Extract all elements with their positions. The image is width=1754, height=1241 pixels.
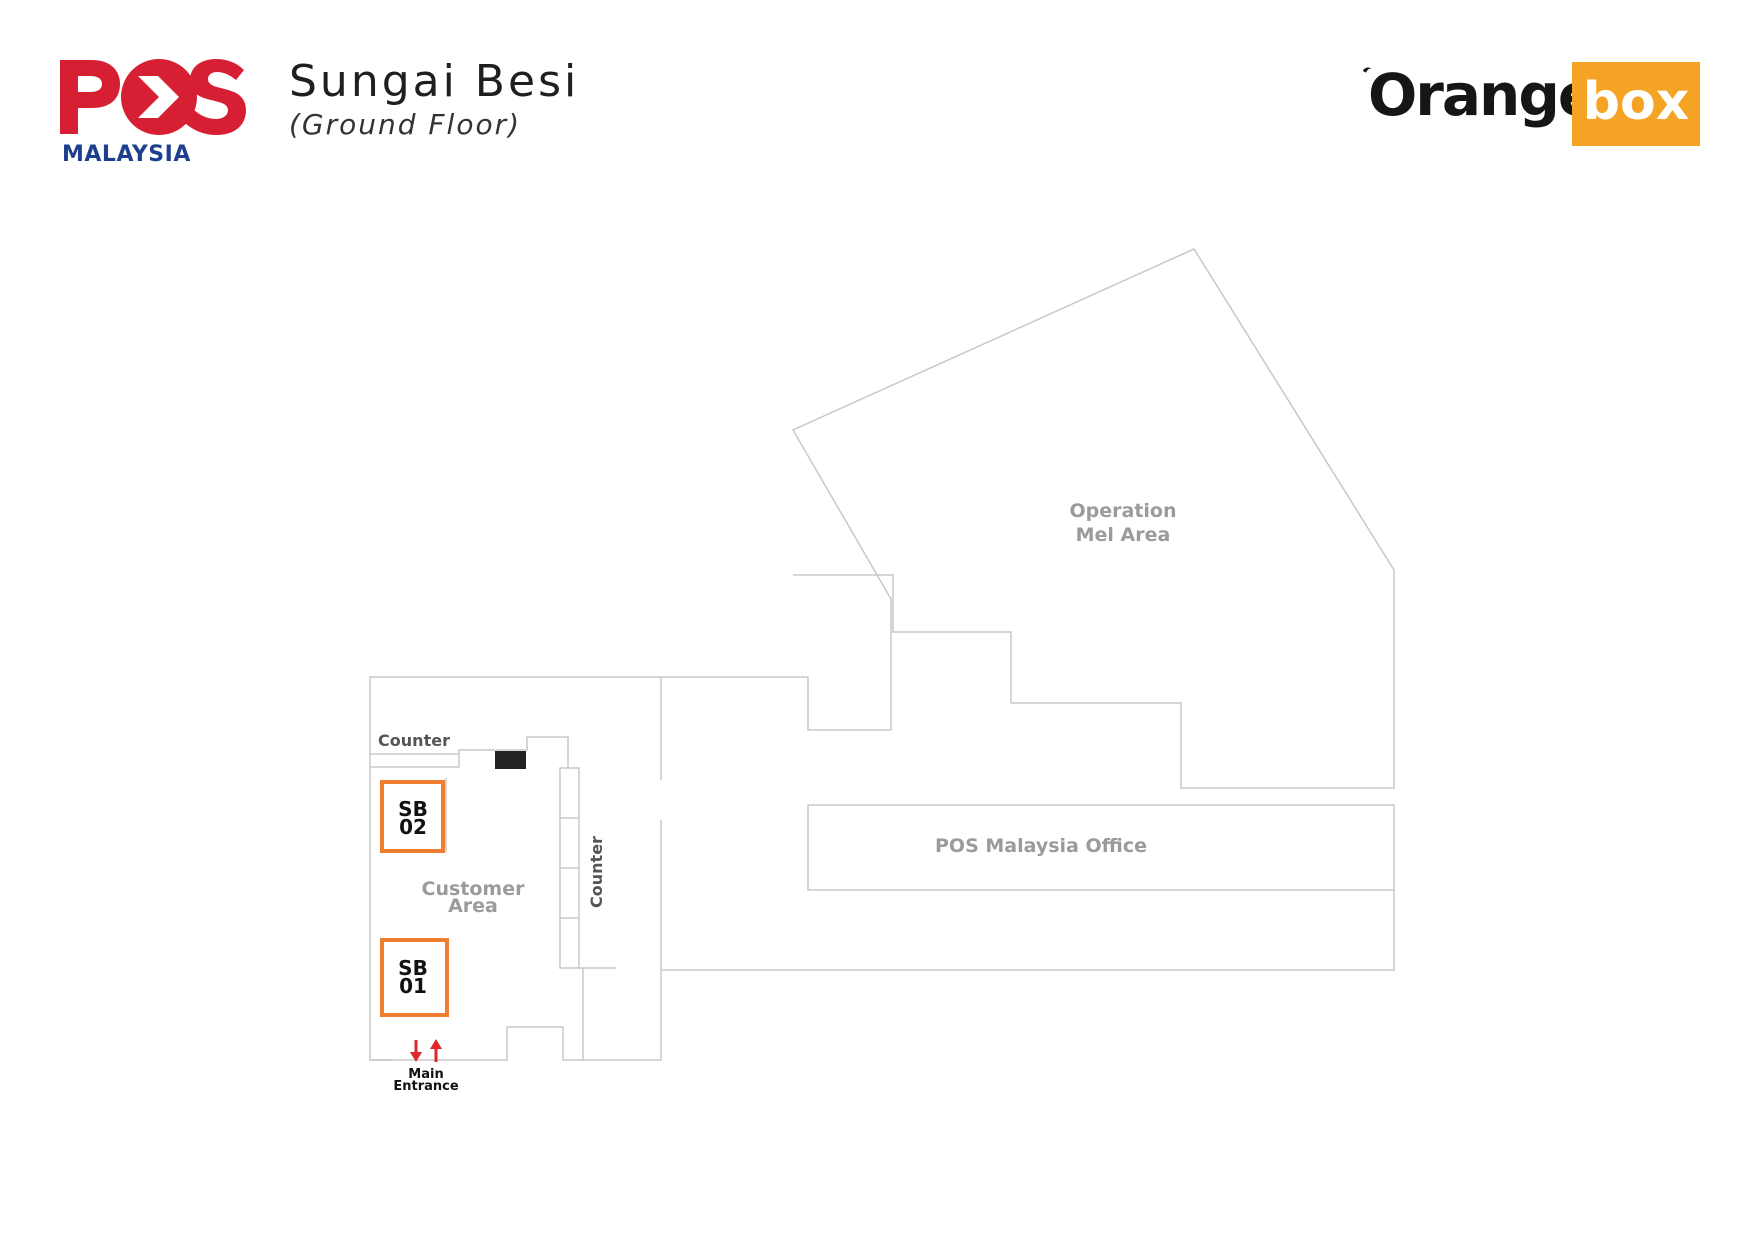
page-subtitle: (Ground Floor) — [289, 108, 522, 141]
unit-sb01-line1: SB — [398, 956, 428, 980]
orangebox-logo-box: box — [1572, 62, 1700, 146]
orangebox-logo: Orange box — [1362, 61, 1700, 146]
top-counter-outline — [370, 753, 460, 768]
fixture-block — [495, 751, 526, 769]
orangebox-logo-word: Orange — [1368, 61, 1597, 129]
pos-logo-mark — [60, 59, 246, 135]
pos-office-label: POS Malaysia Office — [935, 835, 1147, 857]
operation-mel-label-1: Operation — [1069, 500, 1176, 522]
left-block-outline — [369, 676, 661, 1061]
lower-corridor — [661, 890, 1395, 971]
counter-label-top: Counter — [378, 731, 450, 750]
operation-mel-label-2: Mel Area — [1076, 524, 1171, 546]
page-title: Sungai Besi — [289, 56, 580, 107]
main-entrance-label-1: Main — [408, 1067, 443, 1082]
arrow-up-icon — [430, 1039, 442, 1062]
unit-sb01-line2: 01 — [399, 974, 427, 998]
customer-area-label-1: Customer — [422, 878, 526, 900]
operation-mel-area-outline — [661, 248, 1395, 789]
entrance-arrows — [410, 1039, 442, 1062]
unit-sb02[interactable]: SB 02 — [380, 780, 445, 853]
customer-area-label-2: Area — [448, 895, 498, 917]
unit-sb01[interactable]: SB 01 — [380, 938, 449, 1017]
counter-label-side: Counter — [587, 836, 606, 908]
unit-sb02-line2: 02 — [399, 815, 427, 839]
leaf-icon — [1362, 67, 1372, 73]
walls — [369, 248, 1395, 1061]
arrow-down-icon — [410, 1040, 422, 1062]
pos-logo-sub: MALAYSIA — [62, 142, 191, 167]
pos-malaysia-logo: MALAYSIA — [58, 56, 248, 168]
unit-sb02-line1: SB — [398, 797, 428, 821]
main-entrance-label-2: Entrance — [393, 1079, 458, 1094]
